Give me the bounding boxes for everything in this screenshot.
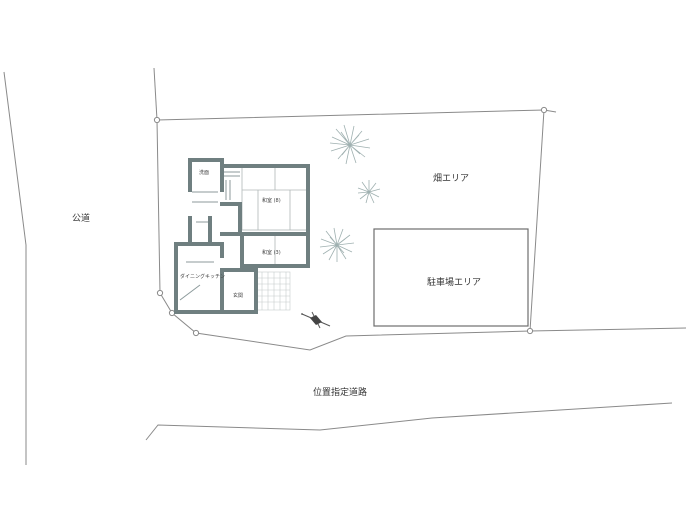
boundary-vertex <box>153 116 161 124</box>
boundary-vertex <box>540 106 548 114</box>
room-label-japanese-room-3: 和室 (3) <box>262 249 281 256</box>
boundary-extension-right <box>529 327 687 332</box>
designated-road-edge <box>145 402 673 441</box>
room-label-japanese-room-8: 和室 (8) <box>262 197 281 204</box>
room-label-washroom: 洗面 <box>199 169 209 176</box>
tree-icon <box>329 124 371 165</box>
boundary-extension-top-left <box>153 67 158 121</box>
boundary-vertex <box>526 327 534 335</box>
room-label-entrance: 玄関 <box>233 292 243 299</box>
boundary-vertex <box>168 309 176 317</box>
north-arrow-icon <box>301 311 331 329</box>
tree-icon <box>319 227 355 262</box>
house-floor-plan <box>174 158 310 314</box>
room-label-dining-kitchen: ダイニングキッチン <box>180 273 225 280</box>
site-boundary <box>156 109 545 351</box>
boundary-vertex <box>156 289 164 297</box>
designated-road-label: 位置指定道路 <box>313 386 367 398</box>
public-road-label: 公道 <box>72 212 90 224</box>
tree-icon <box>357 180 381 204</box>
boundary-vertex <box>192 329 200 337</box>
entrance-tiles <box>255 271 291 311</box>
parking-area-label: 駐車場エリア <box>427 276 481 288</box>
field-area-label: 畑エリア <box>433 172 469 184</box>
parking-area-box <box>373 228 529 327</box>
public-road-boundary <box>3 71 27 465</box>
